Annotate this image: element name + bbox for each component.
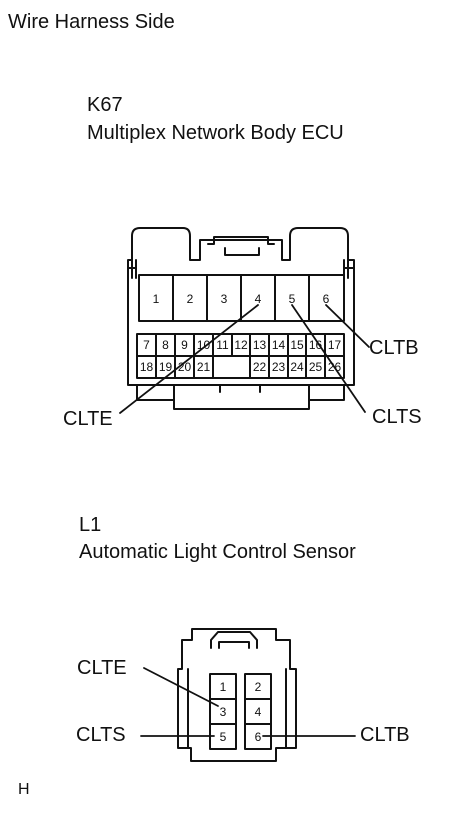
k67-pin-1: 1 [153, 292, 160, 306]
l1-pin-3: 3 [220, 705, 227, 719]
l1-connector [140, 628, 356, 762]
k67-code: K67 [87, 94, 123, 116]
l1-pin-4: 4 [255, 705, 262, 719]
k67-pin-4: 4 [255, 292, 262, 306]
k67-pin-labels: 1 2 3 4 5 6 7 8 9 10 11 12 13 14 15 16 1… [140, 292, 342, 374]
k67-top-lock [207, 236, 275, 245]
k67-pin-16: 16 [309, 338, 323, 352]
k67-lock-detail [224, 247, 260, 256]
k67-pin-9: 9 [181, 338, 188, 352]
k67-clte-callout: CLTE [63, 408, 113, 430]
k67-cltb-callout: CLTB [369, 337, 419, 359]
k67-pin-13: 13 [253, 338, 267, 352]
k67-pin-17: 17 [328, 338, 342, 352]
k67-pin-11: 11 [216, 338, 229, 352]
k67-pin-14: 14 [272, 338, 286, 352]
k67-pin-21: 21 [197, 360, 211, 374]
k67-housing-outline [127, 227, 355, 410]
k67-left-tab [127, 259, 137, 279]
k67-pin-6: 6 [323, 292, 330, 306]
k67-pin-26: 26 [328, 360, 342, 374]
k67-pin-24: 24 [290, 360, 304, 374]
l1-clts-callout: CLTS [76, 724, 126, 746]
k67-pin-15: 15 [290, 338, 304, 352]
k67-pin-8: 8 [162, 338, 169, 352]
l1-cltb-callout: CLTB [360, 724, 410, 746]
k67-name: Multiplex Network Body ECU [87, 122, 344, 144]
k67-pin-25: 25 [309, 360, 323, 374]
footer-mark: H [18, 781, 30, 798]
k67-pin-19: 19 [159, 360, 173, 374]
l1-name: Automatic Light Control Sensor [79, 541, 356, 563]
k67-pin-12: 12 [234, 338, 248, 352]
l1-pin-5: 5 [220, 730, 227, 744]
l1-clte-leader [143, 667, 219, 707]
k67-clts-leader [291, 304, 366, 413]
k67-pin-20: 20 [178, 360, 192, 374]
page-title: Wire Harness Side [8, 11, 175, 33]
k67-connector [119, 227, 370, 414]
l1-latch-inner [218, 641, 250, 649]
l1-pin-cavity-right [244, 673, 272, 750]
l1-housing-outline [177, 628, 297, 762]
k67-right-tab [343, 259, 355, 279]
k67-key-slot [212, 355, 251, 379]
k67-cltb-leader [325, 304, 370, 348]
l1-pin-6: 6 [255, 730, 262, 744]
l1-pin-2: 2 [255, 680, 262, 694]
k67-pin-18: 18 [140, 360, 154, 374]
k67-pin-22: 22 [253, 360, 267, 374]
l1-pin-labels: 1 2 3 4 5 6 [220, 680, 262, 744]
l1-code: L1 [79, 514, 102, 536]
k67-clts-callout: CLTS [372, 406, 422, 428]
l1-latch-shape [210, 631, 258, 649]
k67-pin-7: 7 [143, 338, 150, 352]
l1-pin-cavity-left [209, 673, 237, 750]
k67-pin-2: 2 [187, 292, 194, 306]
k67-clte-leader [119, 304, 259, 414]
k67-pin-3: 3 [221, 292, 228, 306]
l1-pin-1: 1 [220, 680, 227, 694]
k67-pin-5: 5 [289, 292, 296, 306]
k67-pin-23: 23 [272, 360, 286, 374]
l1-clte-callout: CLTE [77, 657, 127, 679]
k67-pin-10: 10 [197, 338, 211, 352]
